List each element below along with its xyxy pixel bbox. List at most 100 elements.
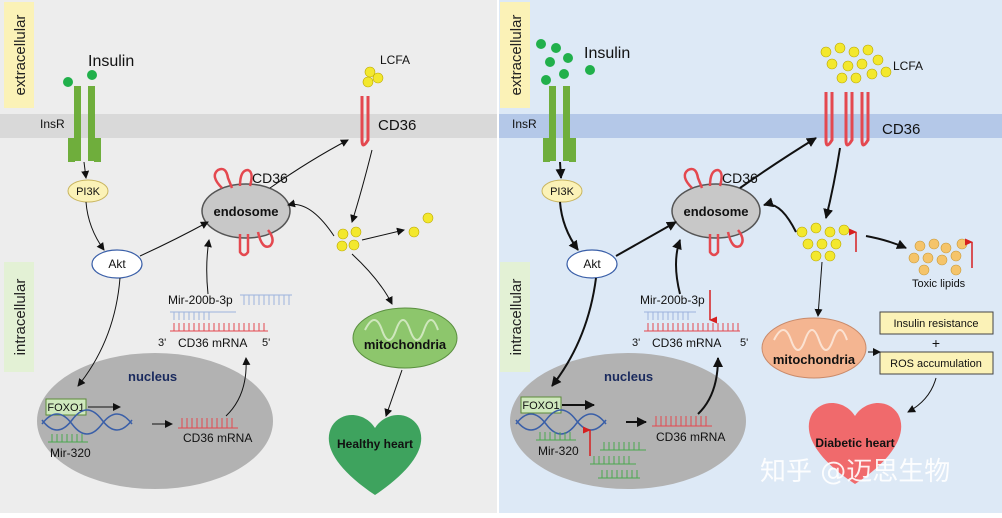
right-heart-label: Diabetic heart bbox=[815, 436, 894, 450]
right-extracellular-box bbox=[500, 2, 530, 108]
left-fa-dot bbox=[336, 240, 348, 252]
left-foxo1-box bbox=[45, 398, 87, 416]
right-fa-dot bbox=[802, 238, 814, 250]
right-toxic-lipid-dot bbox=[928, 238, 940, 250]
right-insulin-dot bbox=[563, 53, 573, 63]
left-fa-dot bbox=[348, 239, 360, 251]
right-intracellular-box bbox=[500, 262, 530, 372]
right-insulin-resistance-box bbox=[879, 311, 994, 335]
right-toxic-lipid-dot bbox=[936, 254, 948, 266]
right-fa-dot bbox=[810, 250, 822, 262]
right-lcfa-dot bbox=[856, 58, 868, 70]
right-lcfa-dot bbox=[836, 72, 848, 84]
right-fa-dot bbox=[816, 238, 828, 250]
right-foxo1-box bbox=[520, 396, 562, 414]
left-nucleus-label: nucleus bbox=[128, 369, 177, 384]
left-mitochondria-label: mitochondria bbox=[364, 337, 447, 352]
left-mir200-label: Mir-200b-3p bbox=[168, 293, 233, 307]
right-ros-label: ROS accumulation bbox=[890, 358, 982, 370]
right-insr-receptor bbox=[543, 86, 576, 162]
right-dna-helix bbox=[515, 409, 607, 435]
right-toxic-lipid-dot bbox=[940, 242, 952, 254]
right-extracellular-label: extracellular bbox=[508, 15, 525, 96]
right-insulin-resistance-label: Insulin resistance bbox=[894, 318, 979, 330]
right-insulin-dot bbox=[585, 65, 595, 75]
right-mir320-strands bbox=[536, 432, 646, 479]
left-arrows bbox=[77, 139, 405, 428]
right-nucleus-label: nucleus bbox=[604, 369, 653, 384]
left-mir320-strand bbox=[48, 434, 88, 443]
right-pi3k-label: PI3K bbox=[550, 186, 575, 198]
left-dna-helix bbox=[41, 409, 133, 435]
left-extracellular-label: extracellular bbox=[12, 15, 29, 96]
right-insulin-dot bbox=[559, 69, 569, 79]
right-toxic-lipid-dot bbox=[908, 252, 920, 264]
right-lcfa-cluster bbox=[820, 42, 892, 84]
right-lcfa-dot bbox=[848, 46, 860, 58]
right-mito-cristae bbox=[773, 329, 848, 351]
right-toxic-lipid-dot bbox=[914, 240, 926, 252]
right-cd36-membrane-label: CD36 bbox=[882, 121, 920, 138]
left-lcfa-label: LCFA bbox=[380, 53, 410, 67]
right-fa-dot bbox=[838, 224, 850, 236]
left-cd36-mrna-label: CD36 mRNA bbox=[178, 336, 247, 350]
right-endosome-label: endosome bbox=[683, 204, 748, 219]
right-pi3k-node bbox=[541, 179, 583, 203]
right-toxic-lipid-dot bbox=[918, 264, 930, 276]
left-cd36-endosome-top bbox=[213, 167, 253, 189]
right-lcfa-dot bbox=[842, 60, 854, 72]
right-toxic-lipids-label: Toxic lipids bbox=[912, 278, 966, 290]
right-arrows bbox=[551, 137, 907, 427]
right-three-prime: 3' bbox=[632, 337, 640, 349]
left-pi3k-label: PI3K bbox=[76, 186, 101, 198]
right-fa-dot bbox=[830, 238, 842, 250]
left-panel: extracellular intracellular Insulin InsR… bbox=[0, 0, 497, 513]
right-lcfa-dot bbox=[862, 44, 874, 56]
left-cd36-endosome-bottom bbox=[238, 229, 274, 257]
right-toxic-lipid-dot bbox=[950, 250, 962, 262]
right-insr-label: InsR bbox=[512, 117, 537, 131]
left-extracellular-box bbox=[4, 2, 34, 108]
right-intracellular-label: intracellular bbox=[508, 279, 525, 356]
right-lcfa-dot bbox=[850, 72, 862, 84]
right-cd36-endosome-label: CD36 bbox=[722, 170, 758, 186]
left-three-prime: 3' bbox=[158, 337, 166, 349]
left-nucleus-cd36-mrna-label: CD36 mRNA bbox=[183, 431, 252, 445]
right-mitochondria-label: mitochondria bbox=[773, 352, 856, 367]
right-insulin-dot bbox=[536, 39, 546, 49]
right-toxic-lipid-dot bbox=[956, 238, 968, 250]
right-insulin-dot bbox=[545, 57, 555, 67]
right-plus-label: + bbox=[932, 335, 940, 351]
watermark: 知乎 @迈思生物 bbox=[760, 457, 950, 487]
right-fa-cluster bbox=[796, 222, 850, 262]
left-pi3k-node bbox=[67, 179, 109, 203]
right-mir320-label: Mir-320 bbox=[538, 444, 579, 458]
left-insr-receptor bbox=[68, 86, 101, 162]
right-foxo1-label: FOXO1 bbox=[522, 400, 559, 412]
left-foxo1-label: FOXO1 bbox=[47, 402, 84, 414]
right-insulin-label: Insulin bbox=[584, 45, 630, 62]
right-lcfa-dot bbox=[826, 58, 838, 70]
left-five-prime: 5' bbox=[262, 337, 270, 349]
right-toxic-lipid-dot bbox=[950, 264, 962, 276]
right-mir200-strand bbox=[644, 311, 696, 320]
left-mito-cristae bbox=[364, 319, 439, 341]
left-fa-dot bbox=[408, 226, 420, 238]
left-cd36-membrane-label: CD36 bbox=[378, 117, 416, 134]
right-akt-node bbox=[566, 249, 618, 279]
left-mir200-strand bbox=[170, 294, 292, 320]
right-fa-dot bbox=[824, 226, 836, 238]
right-insulin-dot bbox=[541, 75, 551, 85]
right-cd36-endosome-top bbox=[683, 167, 723, 189]
left-intracellular-box bbox=[4, 262, 34, 372]
right-lcfa-dot bbox=[820, 46, 832, 58]
left-fa-dot bbox=[422, 212, 434, 224]
left-lcfa-dot bbox=[372, 72, 384, 84]
left-cd36-endosome-label: CD36 bbox=[252, 170, 288, 186]
right-toxic-lipid-dot bbox=[922, 252, 934, 264]
left-cd36-membrane bbox=[360, 96, 370, 147]
right-fa-dot bbox=[796, 226, 808, 238]
right-diabetic-heart bbox=[808, 402, 902, 484]
right-ros-box bbox=[879, 351, 994, 375]
